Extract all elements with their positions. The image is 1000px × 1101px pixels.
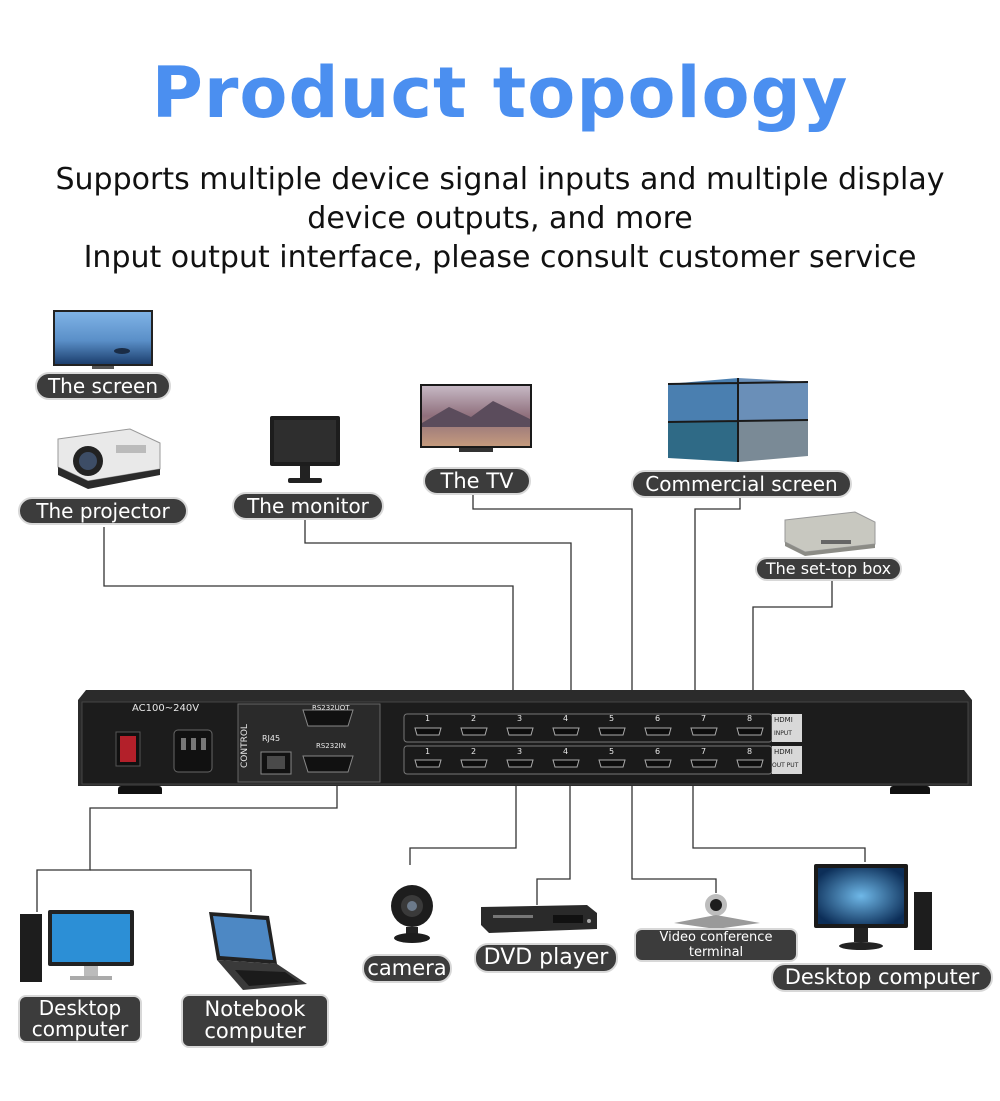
output-port-number: 7 [701,747,707,756]
dvd-player-label: DVD player [474,943,618,973]
screen-icon [53,310,153,369]
video-conference-label: Video conference terminal [634,928,798,962]
notebook-device [205,910,309,998]
tv-device [419,383,533,459]
input-port-number: 8 [747,714,753,723]
projector-device [52,425,164,499]
input-port-number: 3 [517,714,523,723]
desktop-left-device [18,910,136,994]
monitor-device [268,414,342,492]
set-top-box-device [781,510,877,560]
output-port-number: 2 [471,747,477,756]
video-conference-icon [674,894,760,929]
desktop-computer-icon [814,864,932,950]
output-port-number: 6 [655,747,661,756]
matrix-switcher-chassis: AC100~240V CONTROL RJ45 RS232UOT RS232IN… [78,690,972,796]
hdmi-output-label: HDMI [774,748,793,756]
screen-label: The screen [35,372,171,400]
camera-icon [391,885,433,943]
screen-device [52,309,154,375]
tv-label: The TV [423,467,531,495]
line-commercial [694,497,741,690]
camera-label: camera [362,954,452,983]
commercial-screen-device [667,378,809,466]
line-dvd [536,771,571,905]
line-desktop-right [692,771,866,862]
input-label: INPUT [774,730,792,737]
notebook-label: Notebook computer [181,994,329,1048]
rs232-in-label: RS232IN [316,742,346,750]
subtitle-line-2: device outputs, and more [307,201,693,236]
video-conference-device [672,893,762,933]
power-label: AC100~240V [132,703,200,714]
control-label: CONTROL [240,724,250,768]
set-top-box-label: The set-top box [755,557,902,581]
rs232-out-label: RS232UOT [312,704,350,712]
line-to-notebook [90,869,252,912]
monitor-icon [270,416,340,483]
page-title: Product topology [151,52,849,134]
output-port-number: 3 [517,747,523,756]
desktop-right-label: Desktop computer [771,963,993,992]
input-port-number: 1 [425,714,431,723]
laptop-icon [209,912,307,990]
input-port-number: 5 [609,714,615,723]
subtitle-line-1: Supports multiple device signal inputs a… [55,162,945,197]
line-camera [409,771,517,865]
output-port-number: 8 [747,747,753,756]
output-label: OUT PUT [772,762,799,769]
subtitle-line-3: Input output interface, please consult c… [83,240,917,275]
hdmi-input-label: HDMI [774,716,793,724]
output-port-number: 5 [609,747,615,756]
output-port-number: 4 [563,747,569,756]
projector-icon [57,428,161,489]
line-settop [752,580,833,690]
line-monitor [304,520,572,690]
line-vc [631,771,717,893]
desktop-computer-icon [20,910,134,982]
dvd-player-icon [481,905,597,933]
rj45-label: RJ45 [262,734,281,743]
input-port-number: 7 [701,714,707,723]
line-tv [472,495,633,690]
commercial-screen-label: Commercial screen [631,470,852,498]
input-port-number: 2 [471,714,477,723]
input-port-number: 6 [655,714,661,723]
dvd-player-device [479,903,599,939]
set-top-box-icon [784,511,876,556]
tv-icon [420,384,532,452]
video-wall-icon [667,378,809,462]
desktop-left-label: Desktop computer [18,995,142,1043]
monitor-label: The monitor [232,492,384,520]
output-port-number: 1 [425,747,431,756]
projector-label: The projector [18,497,188,525]
chassis-body [78,690,972,796]
desktop-right-device [814,862,938,958]
line-projector [103,527,514,690]
camera-device [387,884,437,948]
line-rs232-to-pcs [36,777,338,912]
input-port-number: 4 [563,714,569,723]
